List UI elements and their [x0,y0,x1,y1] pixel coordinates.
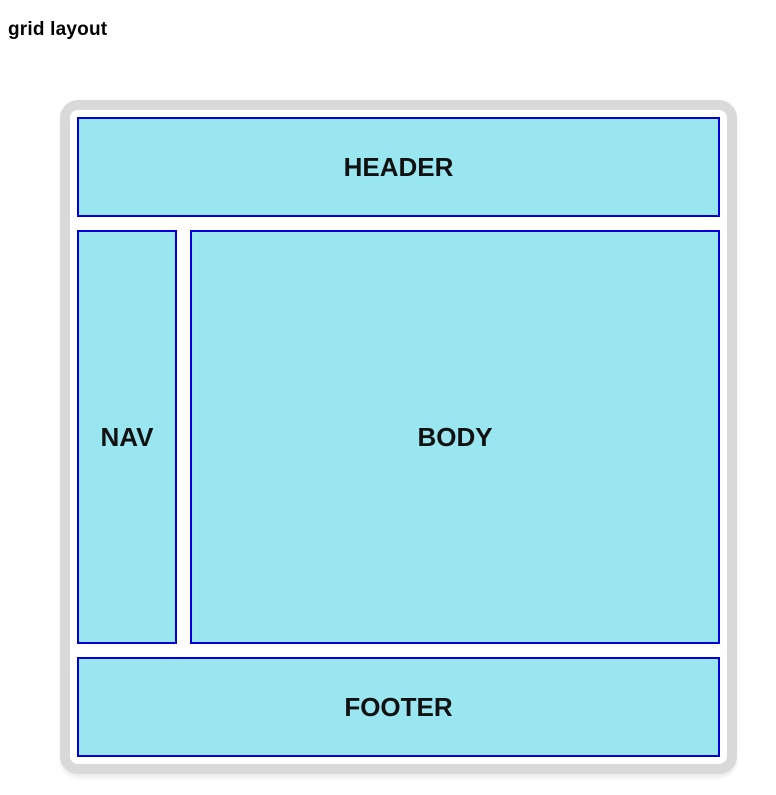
nav-label: NAV [100,421,154,452]
body-region: BODY [190,230,720,644]
grid-layout-container: HEADER NAV BODY FOOTER [60,100,737,774]
body-label: BODY [417,421,493,452]
page-title: grid layout [8,19,108,40]
nav-region: NAV [77,230,177,644]
header-region: HEADER [77,117,720,217]
header-label: HEADER [343,151,454,182]
footer-region: FOOTER [77,657,720,757]
footer-label: FOOTER [344,691,453,722]
